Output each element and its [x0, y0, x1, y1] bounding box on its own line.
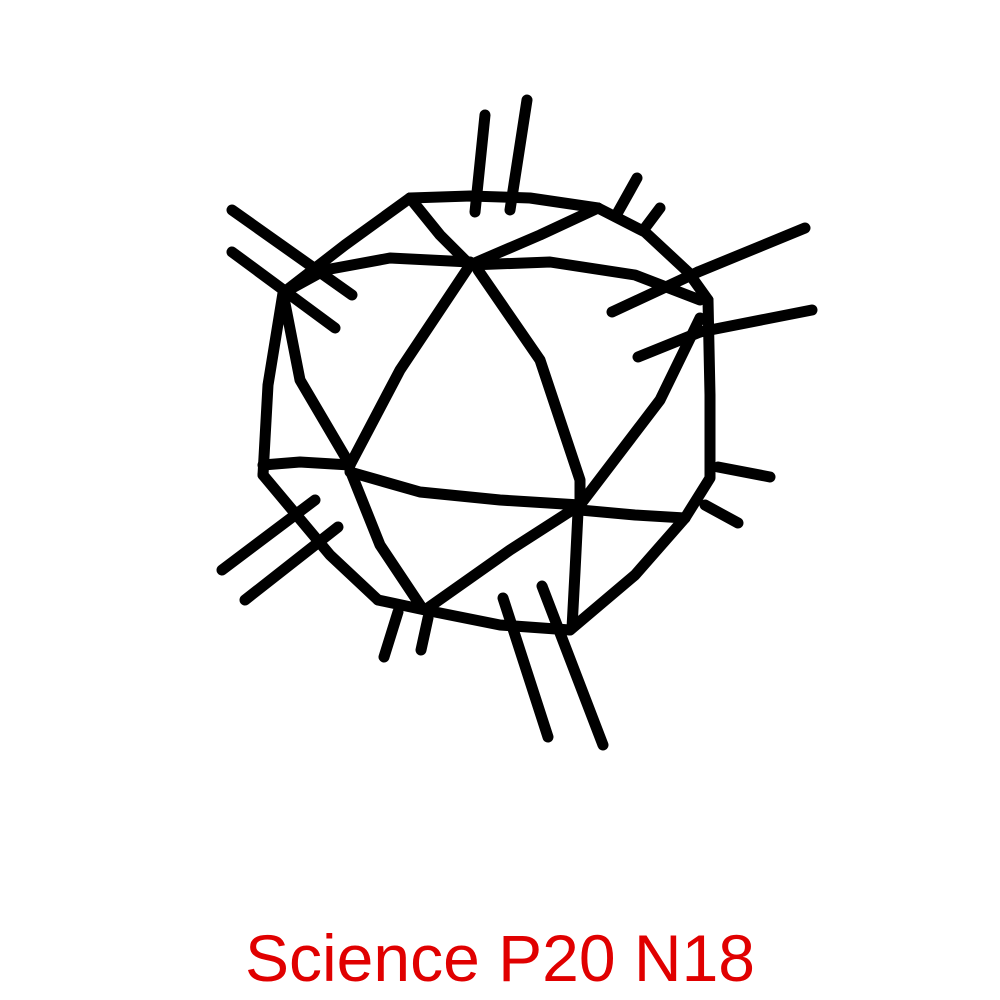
capsid-spikes [216, 94, 818, 751]
facet-edge [472, 264, 586, 511]
outline-top [404, 190, 604, 214]
spike [216, 494, 321, 576]
caption-label: Science P20 N18 [245, 921, 755, 995]
spike [606, 266, 704, 318]
spike [497, 592, 554, 743]
facet-edge [574, 312, 706, 511]
facet-edge [574, 504, 691, 524]
facet-edge [277, 252, 476, 299]
spike [632, 326, 706, 363]
facet-edge [566, 506, 584, 634]
facet-edge [464, 202, 604, 271]
facet-edge [344, 464, 428, 614]
outline-bottom-right [564, 512, 691, 636]
facet-edge [419, 499, 586, 616]
outline-bottom-left [257, 469, 384, 606]
spike [415, 612, 434, 656]
outline-top-right [592, 202, 714, 306]
spike [712, 461, 776, 483]
outline-left [257, 287, 289, 481]
outline-bottom [372, 594, 576, 636]
facet-edge [404, 192, 476, 271]
facet-edge [277, 287, 356, 471]
spike [226, 246, 341, 334]
facet-edge [257, 456, 356, 471]
facet-edge [344, 466, 586, 511]
spike [469, 109, 491, 218]
spike [694, 304, 818, 338]
outline-right [679, 294, 716, 524]
capsid-outline [257, 190, 716, 636]
spike [536, 580, 609, 751]
capsid-facets [257, 192, 706, 634]
facet-edge [344, 259, 476, 471]
spike [226, 204, 358, 301]
spike [639, 202, 666, 234]
spike [692, 222, 811, 278]
spike [239, 521, 344, 606]
spike [504, 94, 533, 216]
facet-edge [464, 256, 706, 306]
spike [378, 606, 404, 663]
spike [699, 499, 744, 529]
spike [612, 172, 643, 218]
